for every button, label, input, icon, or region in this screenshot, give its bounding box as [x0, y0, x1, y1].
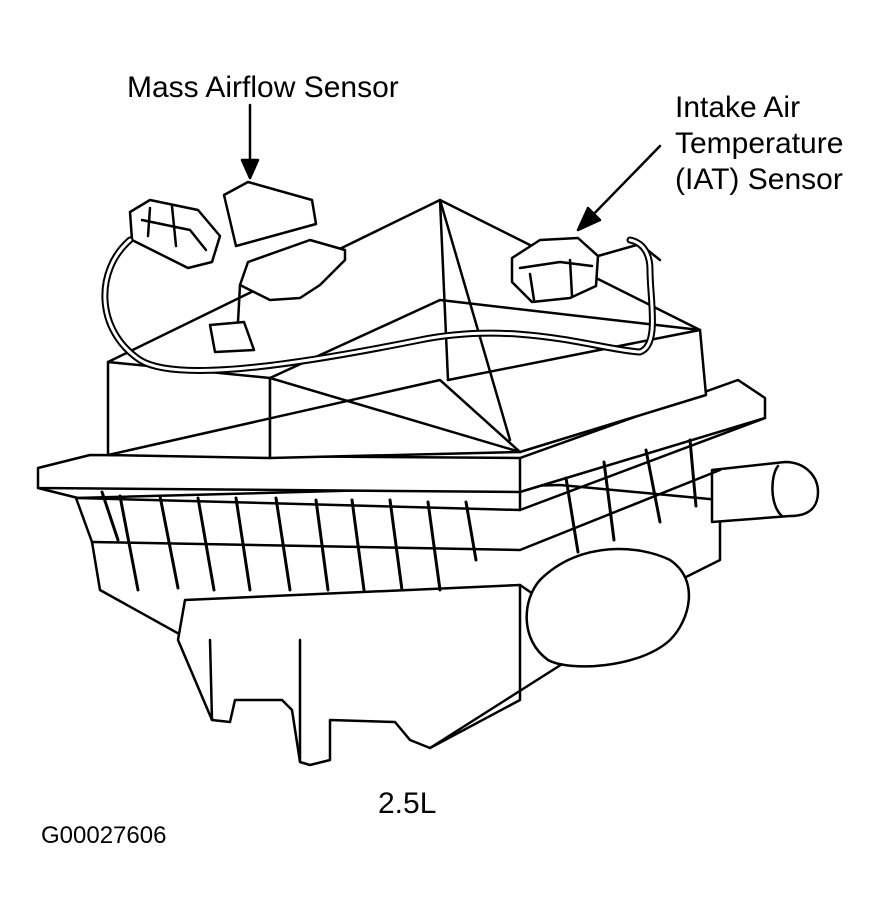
- iat-label-line-2: Temperature: [675, 127, 844, 160]
- air-cleaner-top-cover: [106, 198, 708, 460]
- figure-id-label: G00027606: [41, 822, 167, 849]
- iat-label-line-3: (IAT) Sensor: [675, 163, 843, 196]
- housing-ribs: [100, 438, 698, 592]
- iat-leader-arrow: [576, 144, 662, 232]
- iat-sensor-label: Intake Air Temperature (IAT) Sensor: [675, 90, 843, 198]
- iat-label-line-1: Intake Air: [675, 91, 801, 124]
- maf-leader-arrow: [240, 103, 260, 180]
- iat-sensor-connector: [510, 236, 662, 304]
- engine-size-label: 2.5L: [378, 787, 437, 820]
- housing-seam: [90, 468, 722, 552]
- mass-airflow-sensor: [128, 180, 347, 354]
- mass-airflow-sensor-label: Mass Airflow Sensor: [127, 71, 399, 104]
